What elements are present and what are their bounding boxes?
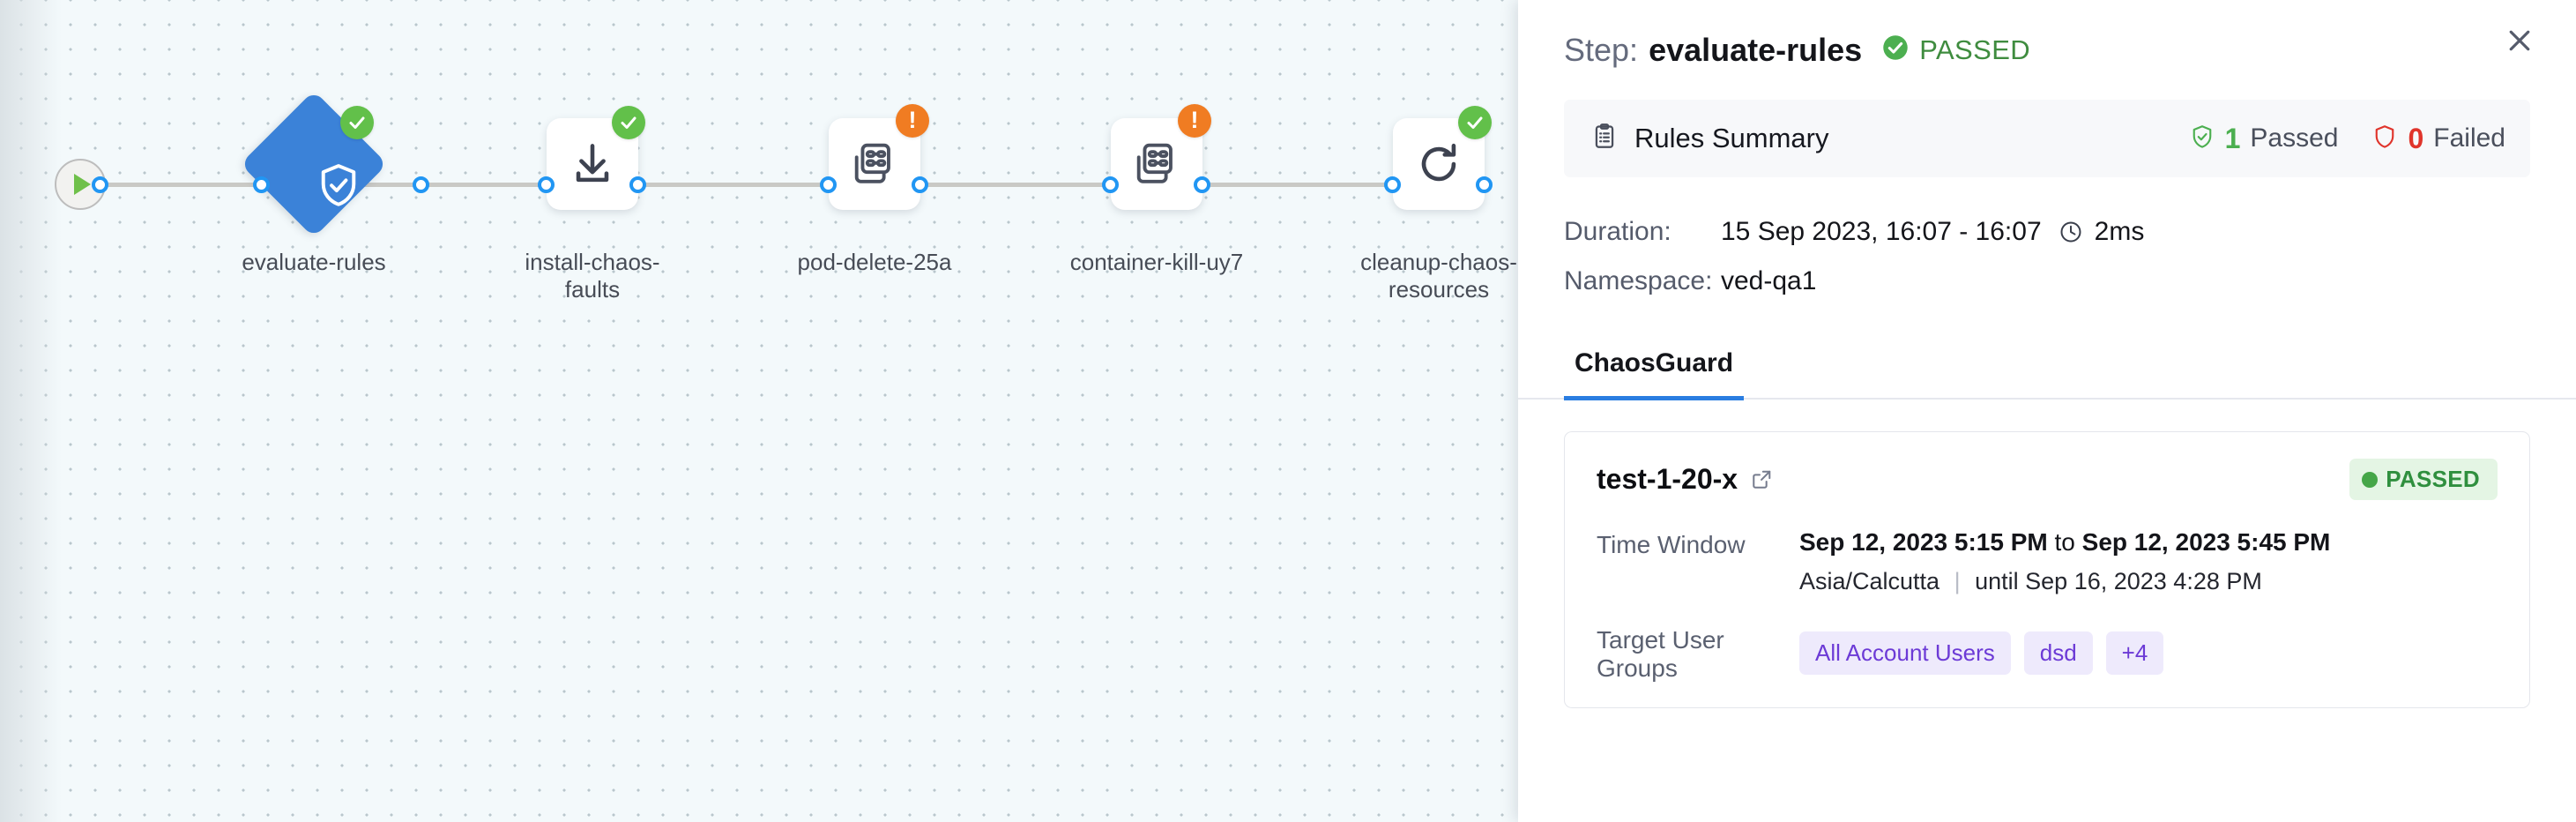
port-pod-delete-25a-in[interactable] — [820, 176, 837, 193]
step-details-panel: Step: evaluate-rules PASSED — [1518, 0, 2576, 822]
exclamation-icon: ! — [908, 106, 917, 133]
until-value: until Sep 16, 2023 4:28 PM — [1975, 568, 2262, 594]
port-start-out[interactable] — [92, 176, 108, 193]
rules-summary-bar: Rules Summary 1 Passed 0 — [1564, 100, 2530, 177]
pipeline-canvas[interactable]: evaluate-rules install-chaos-faults — [0, 0, 1518, 822]
time-window-joiner: to — [2054, 528, 2075, 556]
step-prefix-label: Step: — [1564, 31, 1639, 68]
chaos-experiment-icon — [1136, 143, 1173, 183]
header-status: PASSED — [1881, 34, 2030, 66]
rules-summary-label: Rules Summary — [1634, 123, 1829, 153]
download-icon — [576, 144, 609, 183]
edge-container-kill-to-cleanup — [1202, 183, 1393, 187]
duration-range: 15 Sep 2023, 16:07 - 16:07 — [1721, 217, 2042, 246]
time-window-subline: Asia/Calcutta | until Sep 16, 2023 4:28 … — [1799, 568, 2498, 595]
port-container-kill-uy7-in[interactable] — [1102, 176, 1119, 193]
edge-evaluate-to-install — [356, 183, 547, 187]
rule-name: test-1-20-x — [1597, 463, 1738, 495]
target-user-groups-tags: All Account Users dsd +4 — [1799, 624, 2498, 683]
time-window-label: Time Window — [1597, 531, 1746, 558]
step-metadata: Duration: 15 Sep 2023, 16:07 - 16:07 2ms… — [1564, 207, 2530, 306]
edge-pod-delete-to-container-kill — [920, 183, 1111, 187]
check-circle-icon — [1881, 34, 1910, 66]
port-install-chaos-faults-out[interactable] — [629, 176, 646, 193]
node-label-pod-delete-25a: pod-delete-25a — [797, 249, 952, 275]
external-link-icon[interactable] — [1750, 467, 1774, 491]
time-window-end: Sep 12, 2023 5:45 PM — [2081, 528, 2331, 556]
time-window-start: Sep 12, 2023 5:15 PM — [1799, 528, 2048, 556]
rules-passed-metric: 1 Passed — [2189, 122, 2339, 155]
rule-status-badge: PASSED — [2349, 459, 2498, 500]
port-cleanup-chaos-resources-out[interactable] — [1476, 176, 1493, 193]
namespace-label: Namespace: — [1564, 266, 1713, 295]
edge-start-to-evaluate-rules — [99, 183, 272, 187]
status-badge-success-evaluate-rules — [340, 106, 374, 139]
user-group-tag[interactable]: dsd — [2023, 631, 2093, 675]
namespace-row: Namespace: ved-qa1 — [1564, 257, 2530, 306]
user-group-overflow-tag[interactable]: +4 — [2105, 631, 2164, 675]
target-user-groups-label: Target User Groups — [1597, 626, 1724, 682]
shield-check-icon — [2189, 123, 2215, 154]
refresh-icon — [1421, 143, 1456, 182]
node-label-cleanup-chaos-resources: cleanup-chaos-resources — [1360, 249, 1517, 303]
rule-status-text: PASSED — [2386, 466, 2480, 492]
time-window-value: Sep 12, 2023 5:15 PM to Sep 12, 2023 5:4… — [1799, 528, 2498, 595]
rules-summary-title-group: Rules Summary — [1590, 123, 2155, 155]
port-evaluate-rules-in[interactable] — [253, 176, 270, 193]
namespace-value: ved-qa1 — [1721, 266, 1817, 295]
rules-failed-metric: 0 Failed — [2371, 123, 2505, 155]
node-label-install-chaos-faults: install-chaos-faults — [525, 249, 660, 303]
panel-header: Step: evaluate-rules PASSED — [1518, 0, 2576, 100]
canvas-edge-shadow — [0, 0, 62, 822]
close-icon[interactable] — [2495, 16, 2544, 65]
panel-tabs: ChaosGuard — [1518, 341, 2576, 400]
status-badge-success-cleanup-chaos-resources — [1458, 106, 1492, 139]
node-label-container-kill-uy7: container-kill-uy7 — [1069, 249, 1244, 275]
rules-passed-label: Passed — [2250, 123, 2339, 153]
status-badge: PASSED — [1919, 34, 2031, 65]
card-header: test-1-20-x PASSED — [1597, 459, 2498, 500]
status-badge-warning-container-kill-uy7: ! — [1178, 104, 1211, 138]
rules-failed-label: Failed — [2433, 123, 2505, 153]
port-cleanup-chaos-resources-in[interactable] — [1384, 176, 1401, 193]
chaos-experiment-icon — [854, 143, 890, 183]
duration-value-group: 15 Sep 2023, 16:07 - 16:07 2ms — [1721, 217, 2144, 247]
shield-check-icon — [314, 161, 363, 210]
shield-icon — [2371, 123, 2398, 154]
clipboard-icon — [1590, 123, 1619, 155]
port-pod-delete-25a-out[interactable] — [912, 176, 928, 193]
rules-failed-count: 0 — [2408, 122, 2424, 154]
duration-row: Duration: 15 Sep 2023, 16:07 - 16:07 2ms — [1564, 207, 2530, 257]
edge-install-to-pod-delete — [638, 183, 829, 187]
clock-icon — [2059, 220, 2083, 244]
port-evaluate-rules-out[interactable] — [413, 176, 429, 193]
node-pod-delete-25a[interactable] — [829, 118, 920, 210]
timezone-value: Asia/Calcutta — [1799, 568, 1940, 594]
time-window-row: Time Window Sep 12, 2023 5:15 PM to Sep … — [1597, 528, 2498, 595]
status-badge-warning-pod-delete-25a: ! — [896, 104, 929, 138]
tab-chaosguard[interactable]: ChaosGuard — [1564, 341, 1745, 400]
divider: | — [1954, 568, 1961, 594]
time-window-range: Sep 12, 2023 5:15 PM to Sep 12, 2023 5:4… — [1799, 528, 2498, 557]
play-icon — [74, 174, 91, 195]
port-install-chaos-faults-in[interactable] — [538, 176, 555, 193]
duration-label: Duration: — [1564, 217, 1671, 246]
user-group-tag[interactable]: All Account Users — [1799, 631, 2011, 675]
port-container-kill-uy7-out[interactable] — [1194, 176, 1210, 193]
page-title: evaluate-rules — [1649, 31, 1863, 68]
status-badge-success-install-chaos-faults — [612, 106, 645, 139]
chaosguard-rule-card: test-1-20-x PASSED Time Window Sep 12, 2 — [1564, 431, 2530, 708]
exclamation-icon: ! — [1190, 106, 1199, 133]
rules-passed-count: 1 — [2224, 122, 2241, 154]
status-dot-icon — [2362, 471, 2379, 488]
target-user-groups-row: Target User Groups All Account Users dsd… — [1597, 624, 2498, 683]
node-label-evaluate-rules: evaluate-rules — [242, 249, 386, 275]
duration-elapsed: 2ms — [2094, 217, 2145, 246]
